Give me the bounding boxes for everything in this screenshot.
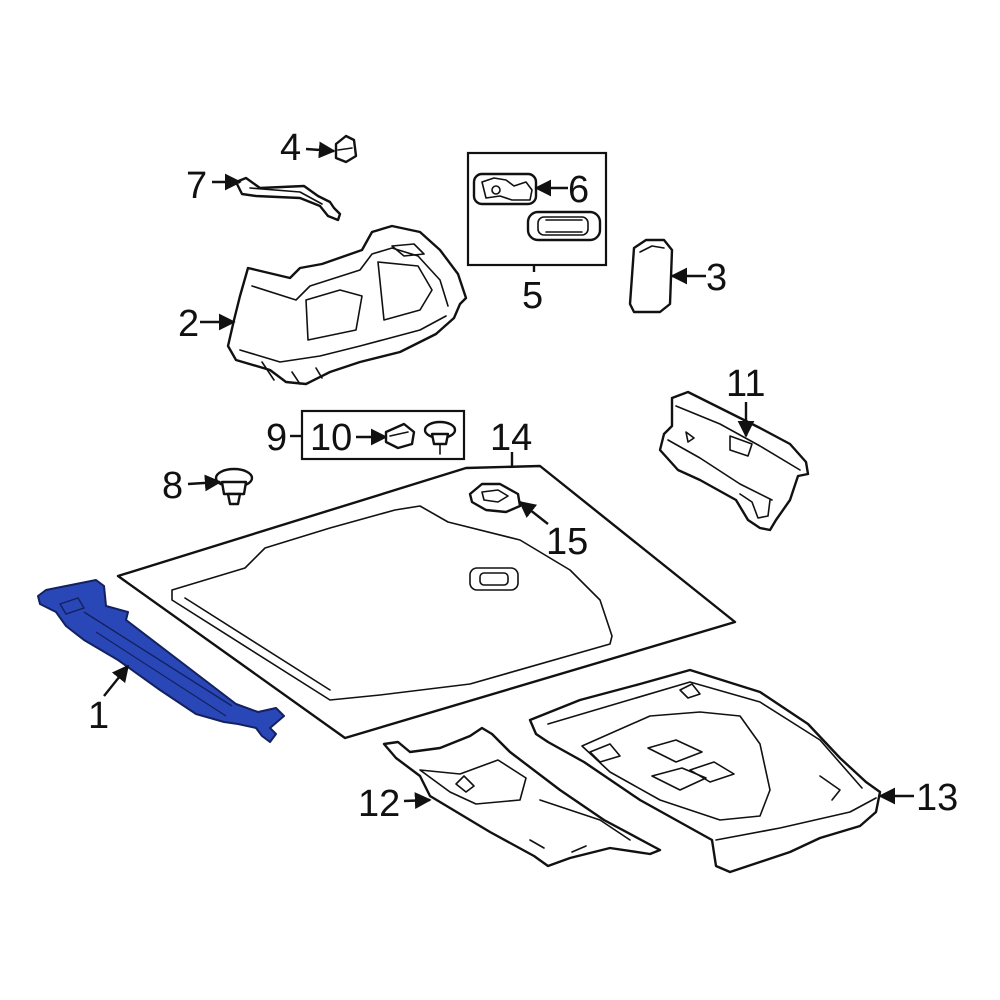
part-14-floor-cover[interactable] [116,464,737,740]
part-6-lamp-housing[interactable] [472,172,538,206]
callout-11: 11 [726,363,765,405]
part-1-sill-trim[interactable] [37,579,285,743]
callout-1: 1 [88,695,109,737]
callout-15: 15 [546,521,588,563]
part-12-floor-panel[interactable] [382,726,662,868]
callout-labels: 1 2 3 4 5 6 7 8 9 10 11 12 13 14 15 [88,127,958,825]
callout-4: 4 [280,127,301,169]
callout-14: 14 [490,417,532,459]
leader-lines [103,141,914,809]
lamp-lens[interactable] [526,210,602,242]
part-2-side-trim-panel[interactable] [226,224,468,386]
part-13-storage-tub[interactable] [528,668,882,874]
fastener[interactable] [423,420,457,455]
callout-6: 6 [568,169,589,211]
part-8-push-pin[interactable] [214,467,254,506]
callout-10: 10 [310,417,352,459]
callout-3: 3 [706,257,727,299]
callout-2: 2 [178,303,199,345]
callout-5: 5 [522,275,543,317]
callout-13: 13 [916,777,958,819]
callout-12: 12 [358,783,400,825]
part-11-sill-panel[interactable] [658,390,810,532]
part-7-bracket[interactable] [234,176,342,222]
callout-9: 9 [266,417,287,459]
callout-8: 8 [162,465,183,507]
callout-7: 7 [186,165,207,207]
part-3-cover[interactable] [628,238,674,314]
part-10-retainer[interactable] [384,422,416,450]
part-5-group[interactable] [466,151,608,272]
part-4-clip[interactable] [334,134,358,164]
